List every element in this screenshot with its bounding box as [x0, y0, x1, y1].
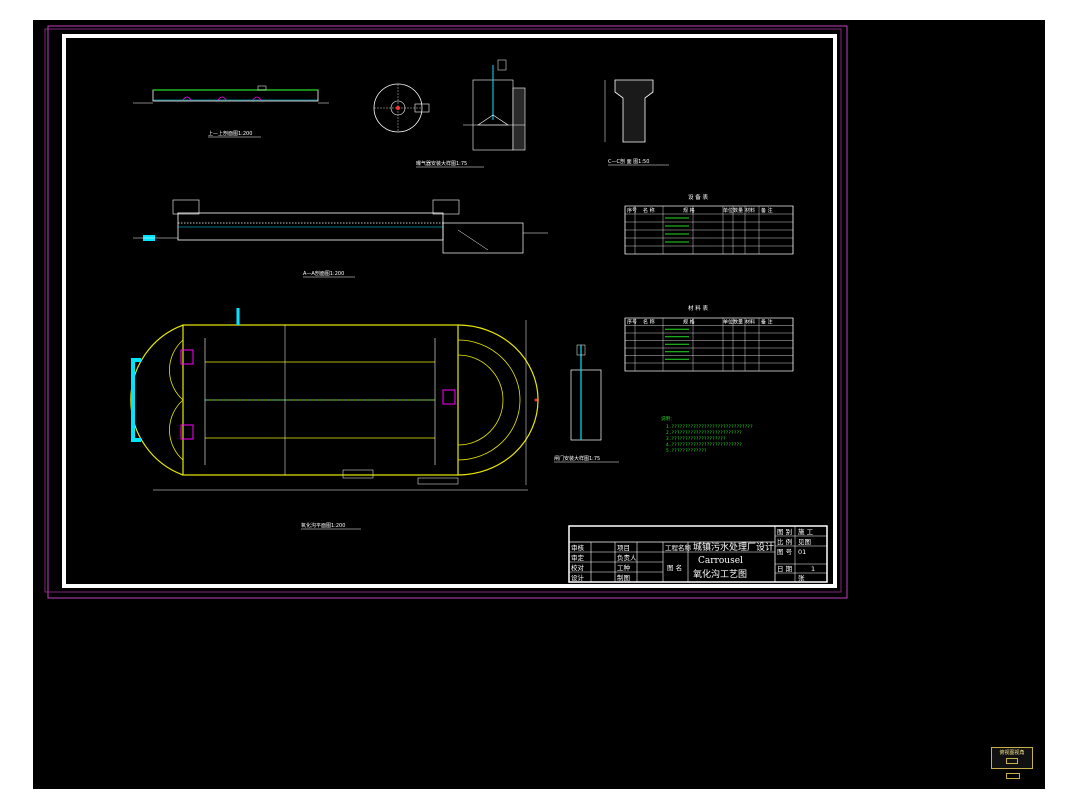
tb-drawing-label: 图 名 — [667, 563, 682, 572]
view-title-long-section: A—A剖面图1:200 — [303, 270, 344, 277]
tb-left-3: 校对 — [571, 563, 585, 572]
note-line-2: 2.?????????????????????????? — [666, 430, 742, 436]
sheet-outer-border — [47, 25, 848, 599]
aerator-section — [463, 59, 526, 151]
title-block: 审核 审定 校对 设计 项目 负责人 工种 制图 工程名称 城镇污水处理厂设计 … — [568, 525, 828, 583]
cad-viewport[interactable]: 上—上剖面图1:200 曝气器安装大样图1:75 C—C — [33, 20, 1045, 789]
scale-bar-icon[interactable] — [1006, 773, 1020, 779]
table-header-cell: 备 注 — [761, 207, 773, 214]
view-title-top-left: 上—上剖面图1:200 — [208, 130, 252, 137]
tb-right-4: 日 期 — [777, 565, 793, 573]
notes-title: 说明： — [661, 415, 675, 422]
table-header-cell: 规 格 — [683, 207, 695, 214]
table-header-cell: 数量 — [733, 207, 743, 214]
aerator-detail: 曝气器安装大样图1:75 — [373, 83, 484, 168]
tb-right-val-3: 01 — [798, 548, 806, 556]
note-line-5: 5.????????????? — [666, 448, 707, 454]
equipment-table-title: 设 备 表 — [688, 193, 708, 201]
view-title-gate: 闸门安装大样图1:75 — [554, 455, 600, 462]
note-line-3: 3.???????????????????? — [666, 436, 726, 442]
equipment-table: 设 备 表 序号名 称 规 格 单位数量材料备 注 — [624, 193, 794, 255]
sheet-inner-border — [44, 28, 842, 593]
table-header-cell: 材料 — [745, 319, 755, 326]
tb-title-en: Carrousel — [698, 556, 743, 566]
table-header-cell: 单位 — [723, 319, 733, 326]
table-header-cell: 规 格 — [683, 319, 695, 326]
table-header-cell: 数量 — [733, 319, 743, 326]
tb-left-2: 审定 — [571, 553, 585, 562]
tb-mid-3: 工种 — [617, 563, 631, 572]
table-header-cell: 名 称 — [643, 207, 655, 214]
note-line-4: 4.?????????????????????????? — [666, 442, 742, 448]
tb-sheet-value: 1 — [811, 565, 815, 573]
table-header-cell: 序号 — [627, 319, 637, 326]
top-left-section: 上—上剖面图1:200 — [133, 85, 329, 138]
view-cube-base — [1006, 758, 1018, 764]
tb-sheet-label: 张 — [798, 573, 805, 582]
tb-left-4: 设计 — [571, 573, 585, 582]
tb-right-1: 图 别 — [777, 527, 792, 536]
tb-mid-1: 项目 — [617, 544, 630, 552]
table-header-cell: 名 称 — [643, 319, 655, 326]
notes: 说明： 1.?????????????????????????????? 2.?… — [661, 415, 753, 454]
section-c: C—C剖 面 图1:50 — [604, 79, 669, 166]
tb-right-3: 图 号 — [777, 548, 793, 556]
view-title-aerator: 曝气器安装大样图1:75 — [416, 160, 467, 167]
drawing-frame — [62, 34, 837, 588]
tb-right-val-1: 施 工 — [798, 527, 814, 536]
tb-mid-2: 负责人 — [617, 553, 637, 562]
table-header-cell: 材料 — [745, 207, 755, 214]
view-cube-icon[interactable]: 俯视图视角 — [991, 747, 1033, 769]
note-line-1: 1.?????????????????????????????? — [666, 424, 753, 430]
gate-detail: 闸门安装大样图1:75 — [554, 344, 619, 463]
table-header-cell: 序号 — [627, 207, 637, 214]
table-header-cell: 备 注 — [761, 319, 773, 326]
tb-project-name: 城镇污水处理厂设计 — [693, 541, 774, 553]
view-cube-label: 俯视图视角 — [999, 750, 1025, 756]
plan-view: 氧化沟平面图1:200 — [130, 308, 539, 530]
tb-left-1: 审核 — [571, 543, 585, 552]
table-header-cell: 单位 — [723, 207, 733, 214]
material-table-title: 材 料 表 — [688, 304, 708, 312]
view-title-plan: 氧化沟平面图1:200 — [301, 522, 345, 529]
tb-right-2: 比 例 — [777, 537, 792, 546]
material-table: 材 料 表 序号名 称 规 格 单位数量材料备 注 — [624, 304, 794, 372]
view-title-section-c: C—C剖 面 图1:50 — [608, 158, 649, 165]
long-section: A—A剖面图1:200 — [133, 199, 548, 278]
tb-right-val-2: 见图 — [798, 538, 811, 546]
cad-drawing: 上—上剖面图1:200 曝气器安装大样图1:75 C—C — [44, 25, 848, 599]
tb-mid-4: 制图 — [617, 573, 630, 582]
tb-title-cn: 氧化沟工艺图 — [693, 568, 747, 580]
tb-project-label: 工程名称 — [665, 543, 692, 552]
